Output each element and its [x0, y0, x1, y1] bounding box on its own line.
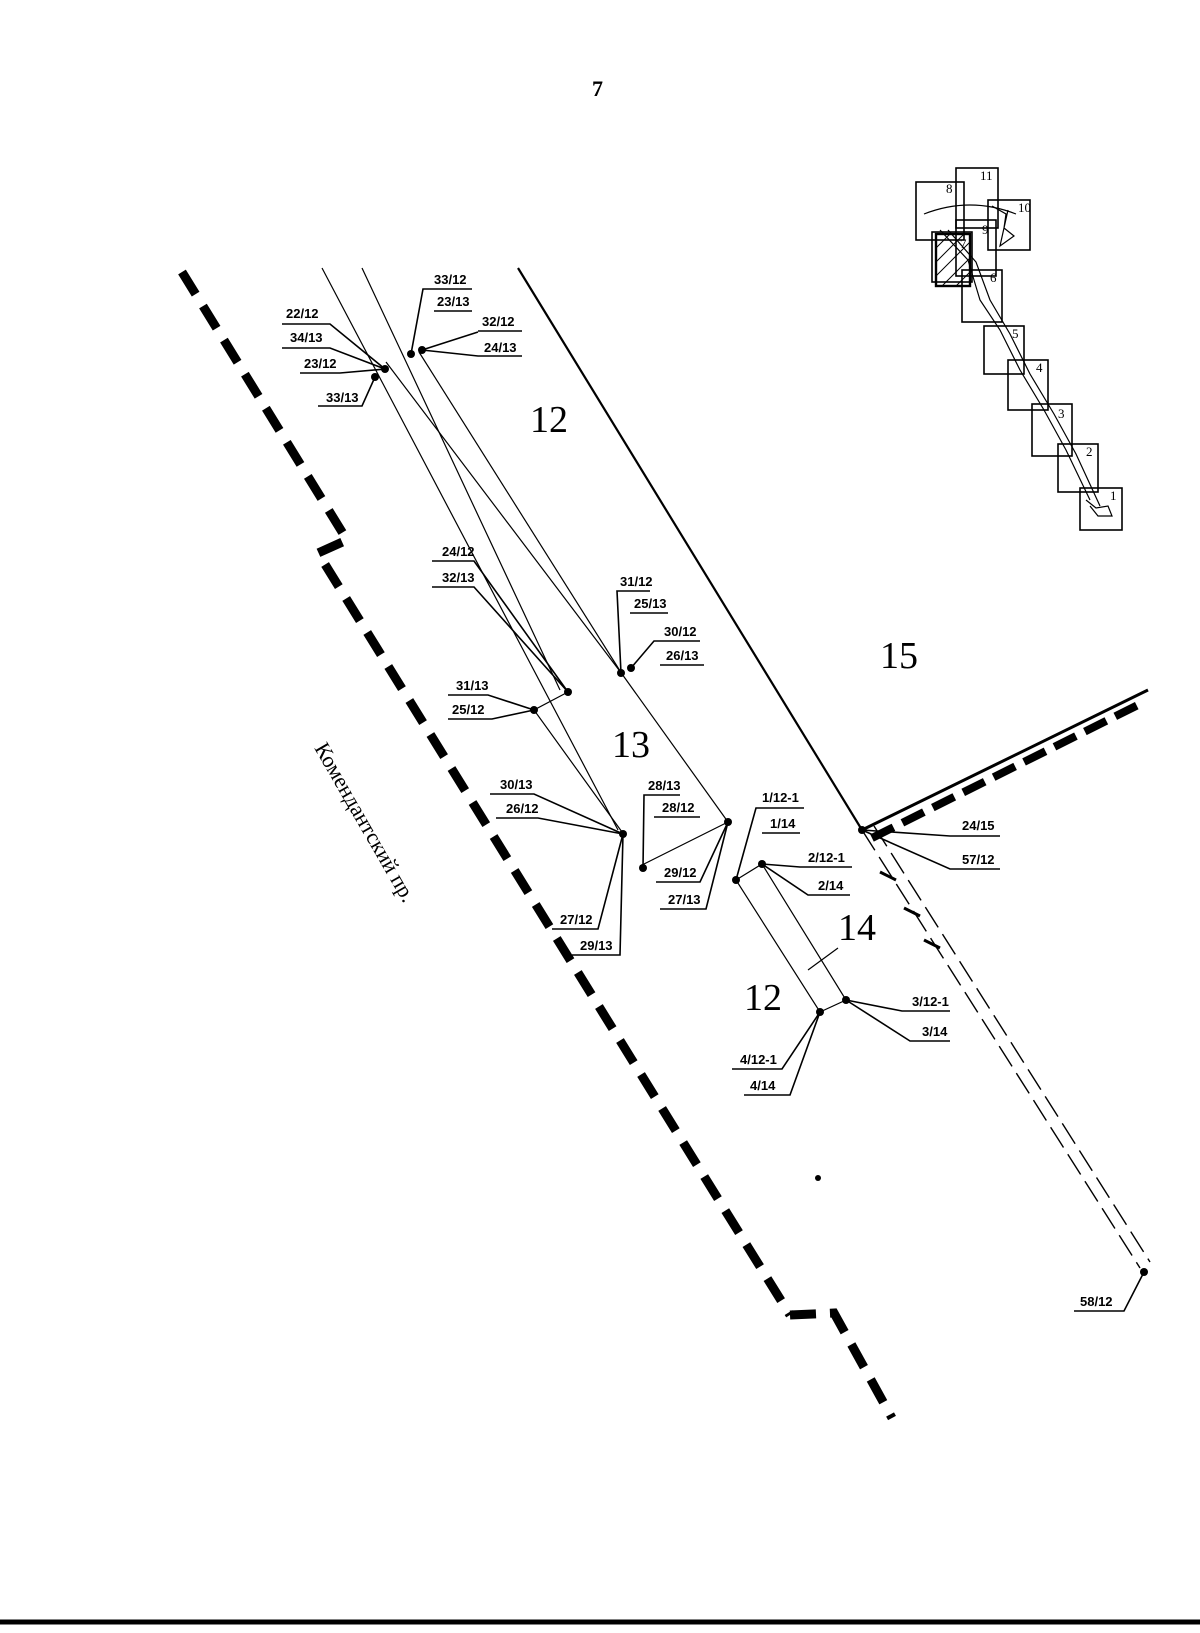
index-sheet — [983, 325, 1025, 375]
index-sheet — [915, 181, 965, 241]
index-sheet-number: 3 — [1058, 406, 1065, 421]
point-label: 27/12 — [560, 912, 593, 927]
point-label: 24/15 — [962, 818, 995, 833]
index-map — [915, 167, 1123, 531]
point-label: 32/13 — [442, 570, 475, 585]
index-sheet-number: 7 — [960, 236, 967, 251]
zone-label-14: 14 — [838, 907, 876, 949]
point-label: 57/12 — [962, 852, 995, 867]
point-label: 4/14 — [750, 1078, 776, 1093]
index-sheet-number: 2 — [1086, 444, 1093, 459]
point-label: 22/12 — [286, 306, 319, 321]
point-label: 24/12 — [442, 544, 475, 559]
index-sheet-number: 11 — [980, 168, 993, 183]
index-sheet — [1079, 487, 1123, 531]
index-sheet — [961, 269, 1003, 323]
point-label: 4/12-1 — [740, 1052, 777, 1067]
point-label: 3/12-1 — [912, 994, 949, 1009]
zone-label-12-south: 12 — [744, 977, 782, 1019]
index-sheet — [1057, 443, 1099, 493]
index-sheet — [1031, 403, 1073, 457]
point-label: 2/12-1 — [808, 850, 845, 865]
point-label: 30/13 — [500, 777, 533, 792]
index-sheet — [955, 167, 999, 229]
point-label: 2/14 — [818, 878, 844, 893]
index-sheet — [1007, 359, 1049, 411]
parcel-boundaries — [321, 267, 1151, 1269]
street-boundary-dashed — [178, 269, 896, 1421]
point-label: 32/12 — [482, 314, 515, 329]
point-label: 27/13 — [668, 892, 701, 907]
index-sheet-number: 6 — [990, 270, 997, 285]
index-sheet-number: 1 — [1110, 488, 1117, 503]
point-label: 28/13 — [648, 778, 681, 793]
point-label: 30/12 — [664, 624, 697, 639]
index-sheet-number: 9 — [982, 222, 989, 237]
point-callouts: 33/12 23/13 32/12 24/13 22/12 34/13 23/1… — [282, 272, 1145, 1312]
point-label: 26/13 — [666, 648, 699, 663]
index-sheet-number: 8 — [946, 181, 953, 196]
point-label: 58/12 — [1080, 1294, 1113, 1309]
point-label: 25/13 — [634, 596, 667, 611]
point-label: 23/12 — [304, 356, 337, 371]
point-label: 23/13 — [437, 294, 470, 309]
point-label: 3/14 — [922, 1024, 948, 1039]
vertex — [815, 1175, 821, 1181]
point-label: 29/13 — [580, 938, 613, 953]
point-label: 26/12 — [506, 801, 539, 816]
vertices — [371, 346, 1148, 1276]
point-label: 28/12 — [662, 800, 695, 815]
point-label: 34/13 — [290, 330, 323, 345]
street-name: Комендантский пр. — [310, 738, 422, 906]
point-label: 33/13 — [326, 390, 359, 405]
point-label: 24/13 — [484, 340, 517, 355]
current-sheet-hatched — [934, 232, 972, 288]
index-sheet-number: 5 — [1012, 326, 1019, 341]
point-label: 25/12 — [452, 702, 485, 717]
index-sheet-number: 4 — [1036, 360, 1043, 375]
point-label: 1/14 — [770, 816, 796, 831]
zone-label-13: 13 — [612, 724, 650, 766]
point-label: 1/12-1 — [762, 790, 799, 805]
index-map-numbers: 11 8 10 9 7 6 5 4 3 2 1 — [946, 168, 1117, 503]
index-sheet — [987, 199, 1031, 251]
point-label: 31/13 — [456, 678, 489, 693]
point-label: 31/12 — [620, 574, 653, 589]
index-sheet-number: 10 — [1018, 200, 1031, 215]
boundary-15-dashed — [870, 700, 1142, 842]
zone-label-15: 15 — [880, 635, 918, 677]
point-label: 29/12 — [664, 865, 697, 880]
page-number: 7 — [592, 76, 603, 101]
zone-labels: 12 13 15 14 12 — [530, 399, 918, 1019]
zone-label-12-north: 12 — [530, 399, 568, 441]
point-label: 33/12 — [434, 272, 467, 287]
